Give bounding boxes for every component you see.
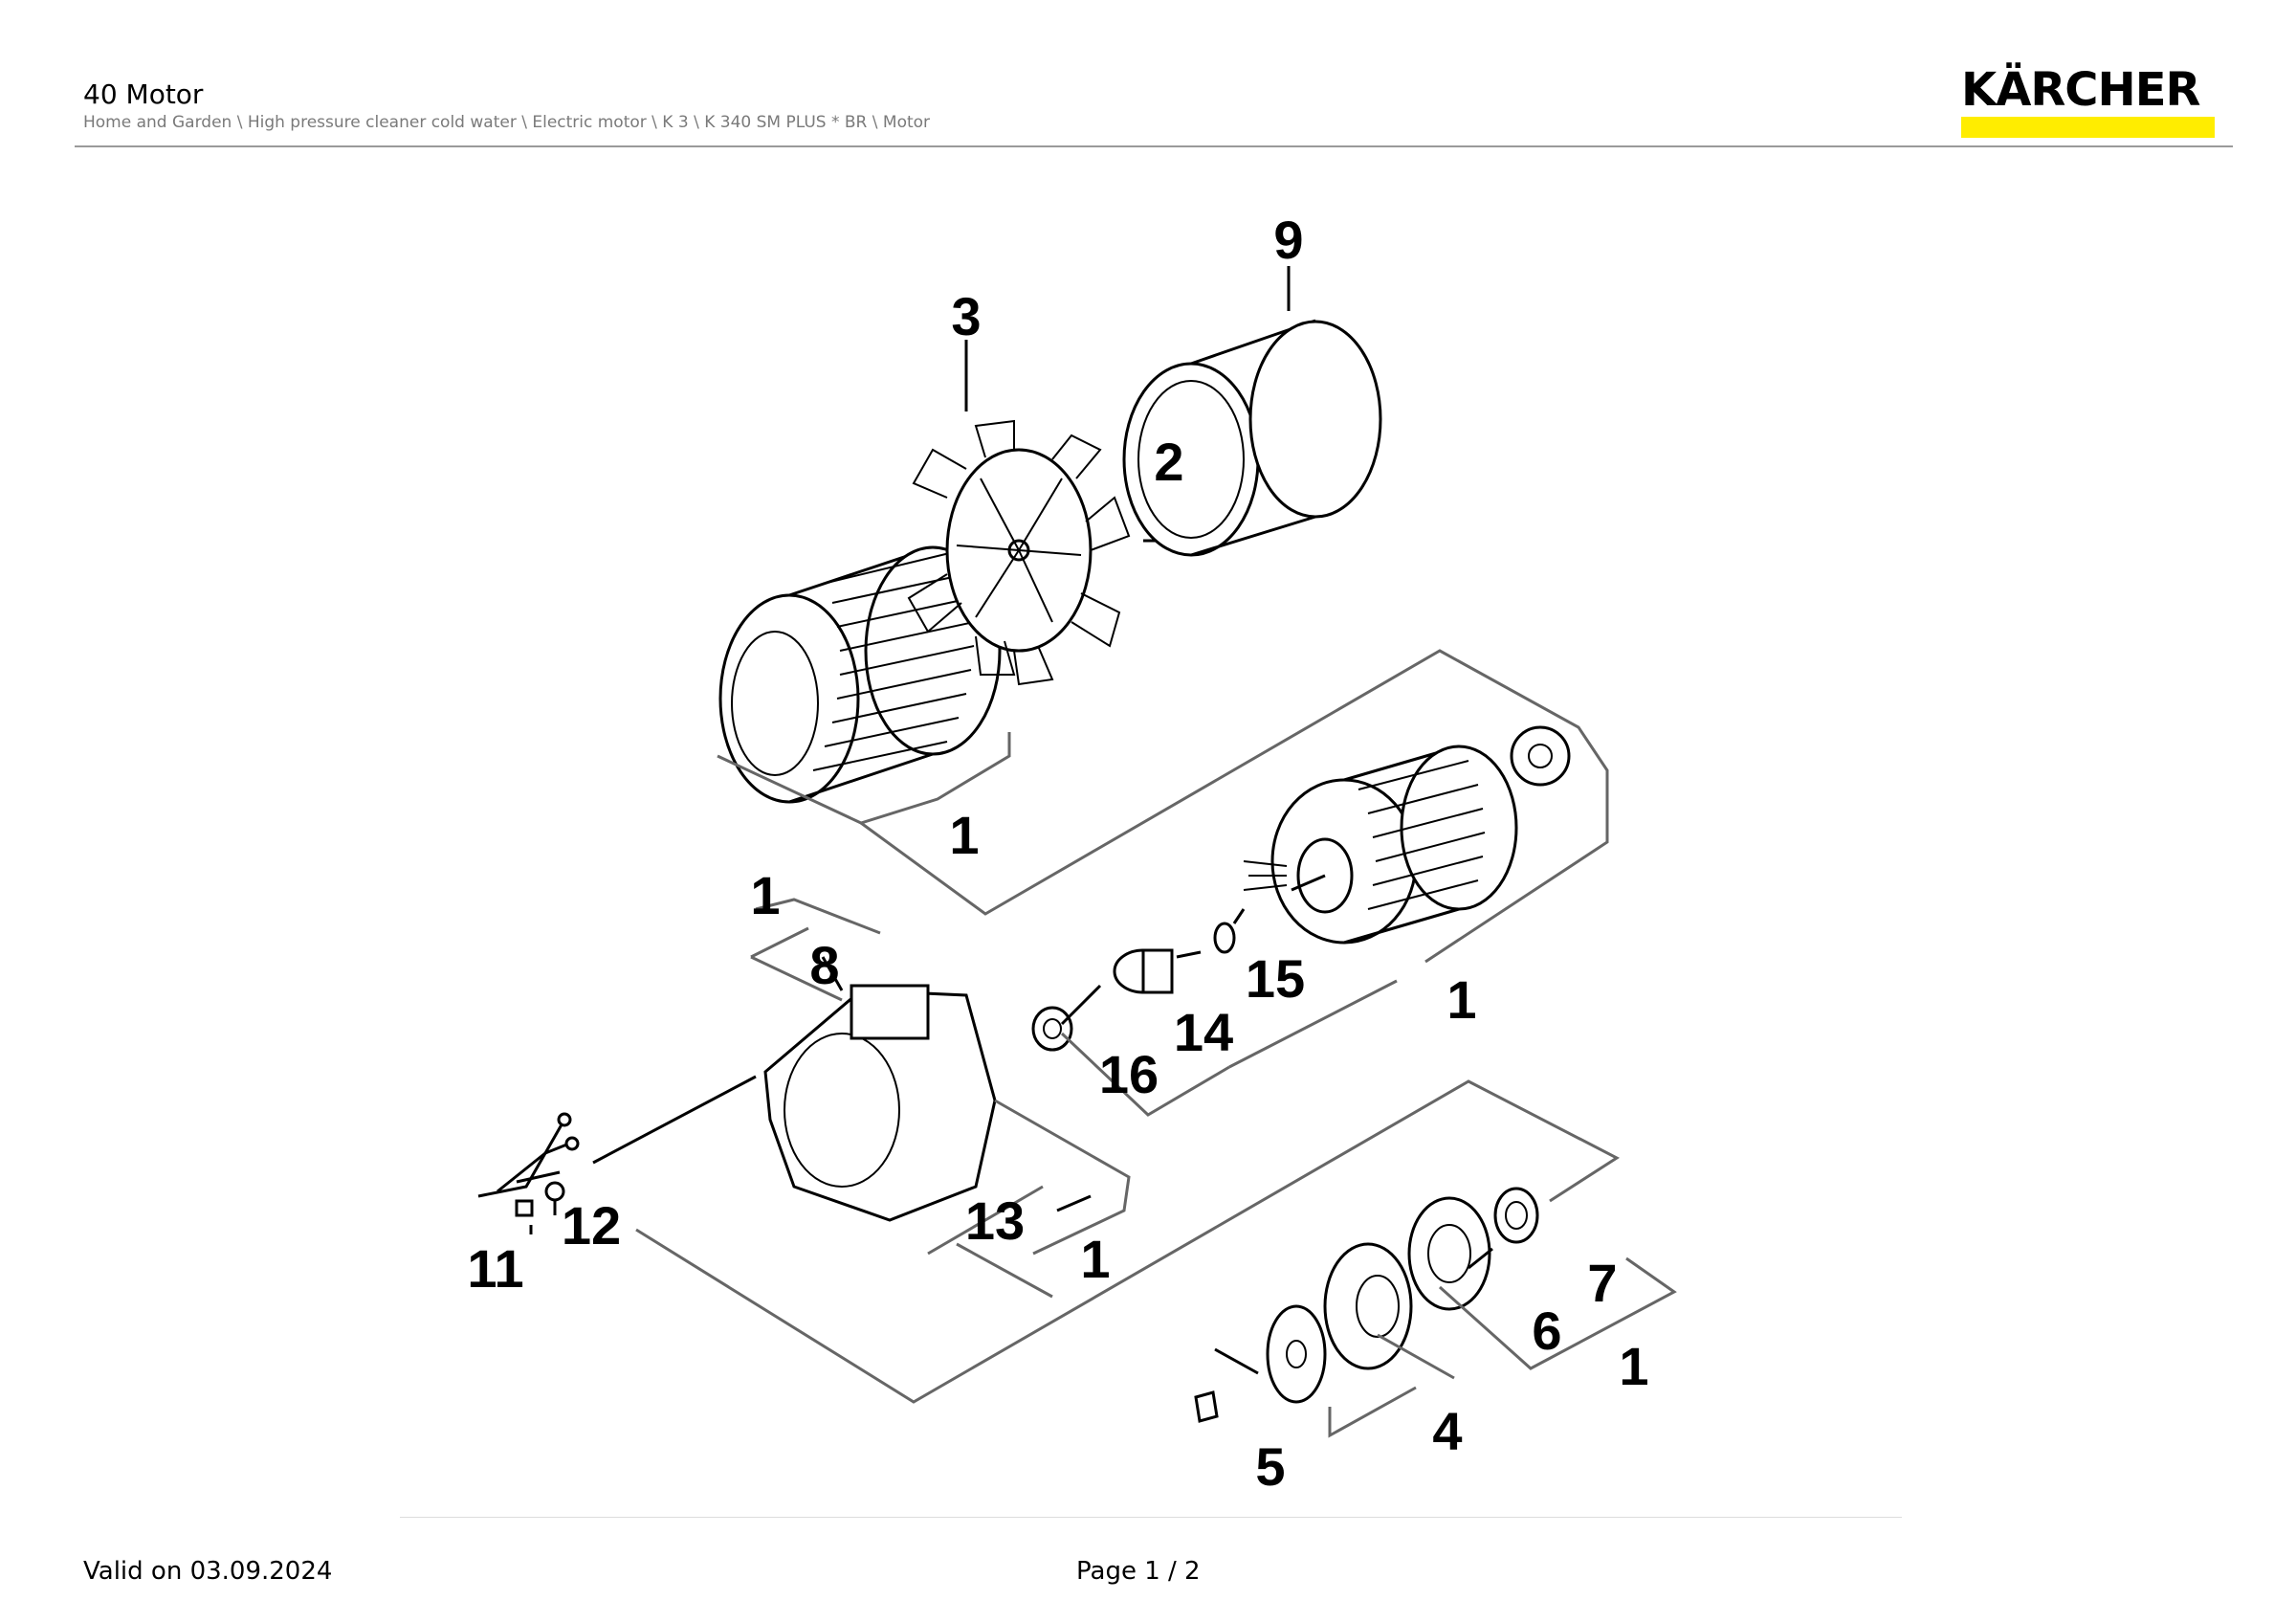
bearing-set-part: [1194, 1187, 1539, 1423]
callout-11: 11: [467, 1238, 523, 1299]
callout-13: 13: [965, 1190, 1025, 1251]
callout-9: 9: [1273, 210, 1303, 270]
callout-2: 2: [1154, 432, 1183, 492]
cable-part: [477, 1112, 580, 1217]
callout-5: 5: [1255, 1436, 1285, 1497]
callout-14: 14: [1174, 1002, 1233, 1062]
header-divider: [75, 145, 2233, 147]
callout-15: 15: [1246, 948, 1305, 1009]
callout-1-bearing: 1: [1619, 1336, 1648, 1396]
callout-12: 12: [562, 1195, 621, 1256]
leader-lines: [529, 266, 1493, 1375]
brand-yellow-bar: [1961, 117, 2215, 138]
screw-13-part: [1056, 1194, 1092, 1212]
footer-divider: [400, 1517, 1902, 1518]
brand-wordmark: KÄRCHER: [1961, 63, 2200, 117]
armature-part: [1243, 725, 1571, 945]
callout-6: 6: [1532, 1301, 1561, 1361]
group-brackets: [635, 649, 1677, 1438]
callout-labels: 9 3 2 1 1 8 15 14 1 16 11 12 13 1 7 6 1 …: [467, 210, 1648, 1497]
callout-3: 3: [951, 286, 981, 346]
callout-1-upper-left: 1: [750, 865, 780, 925]
page-number: Page 1 / 2: [1076, 1557, 1201, 1586]
breadcrumb: Home and Garden \ High pressure cleaner …: [83, 113, 931, 132]
page-title: 40 Motor: [83, 78, 204, 110]
cover-part: [1122, 319, 1382, 557]
karcher-logo: KÄRCHER: [1961, 67, 2215, 138]
o-ring-part: [1213, 922, 1236, 954]
fan-part: [907, 419, 1131, 686]
callout-1-flange: 1: [1080, 1229, 1110, 1289]
callout-1-stator: 1: [949, 805, 979, 865]
callout-1-armature: 1: [1446, 969, 1476, 1030]
bearing-16-part: [1031, 1006, 1073, 1052]
callout-7: 7: [1587, 1253, 1617, 1313]
validity-date: Valid on 03.09.2024: [83, 1557, 333, 1586]
callout-4: 4: [1432, 1401, 1462, 1461]
callout-16: 16: [1099, 1044, 1159, 1104]
motor-flange-part: [763, 984, 997, 1222]
bush-part: [1113, 948, 1174, 994]
callout-8: 8: [809, 935, 839, 995]
